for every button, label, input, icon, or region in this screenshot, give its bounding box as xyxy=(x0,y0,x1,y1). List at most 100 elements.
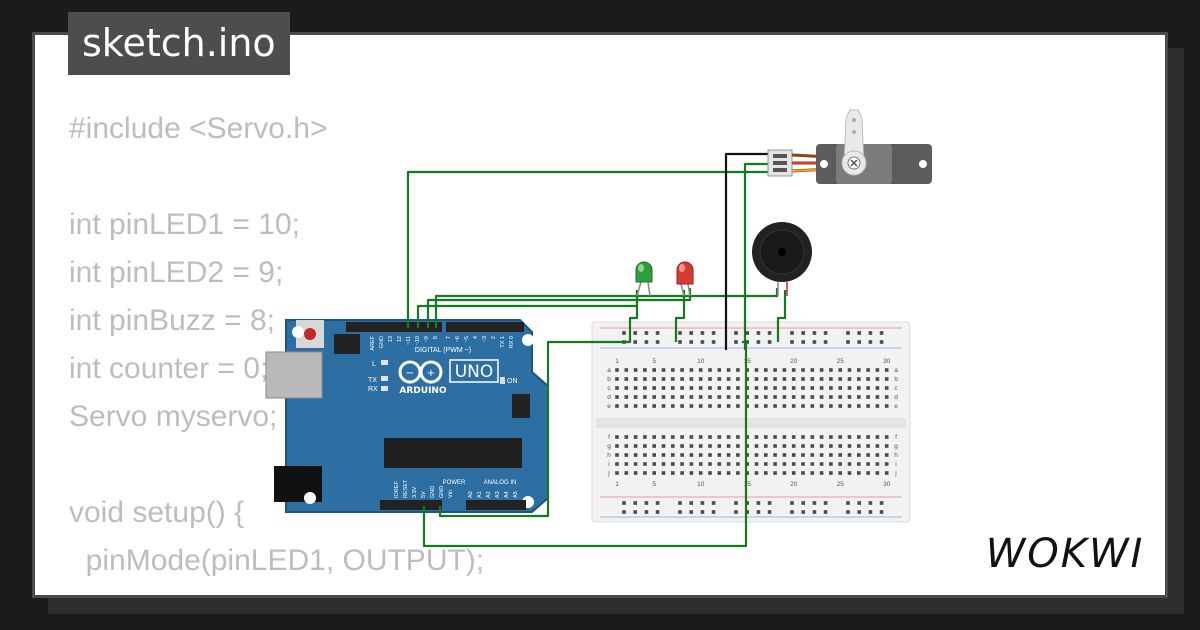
pin-label: ~3 xyxy=(482,336,488,342)
filename-tab[interactable]: sketch.ino xyxy=(68,12,290,75)
on-label: ON xyxy=(507,378,518,385)
pin-label: IOREF xyxy=(394,481,400,498)
servo[interactable] xyxy=(767,109,932,184)
pin-label: ~5 xyxy=(464,336,470,342)
breadboard-label: 25 xyxy=(837,358,845,365)
wire-servo-gnd xyxy=(724,152,770,350)
microcontroller-chip xyxy=(384,438,522,468)
pin-label: ~6 xyxy=(455,336,461,342)
pin-label: 4 xyxy=(473,336,479,339)
wire-gnd-rail xyxy=(438,290,639,518)
svg-text:WOKWI: WOKWI xyxy=(986,531,1145,577)
pin-label: AREF xyxy=(370,335,376,350)
breadboard-label: i xyxy=(608,461,609,468)
wire-5v xyxy=(422,340,748,548)
svg-text:−: − xyxy=(406,368,414,379)
breadboard-label: 20 xyxy=(790,358,798,365)
code-line: int pinBuzz = 8; xyxy=(69,304,275,337)
code-line: pinMode(pinLED1, OUTPUT); xyxy=(69,544,485,577)
pin-label: ~11 xyxy=(406,336,412,345)
arduino-logo-icon: − + xyxy=(398,360,443,384)
pin-label: A2 xyxy=(486,491,492,498)
usb-port xyxy=(265,351,323,399)
code-line: int pinLED2 = 9; xyxy=(69,256,284,289)
breadboard-label: c xyxy=(607,385,611,392)
breadboard-label: 5 xyxy=(652,481,656,488)
breadboard-label: d xyxy=(607,394,611,401)
breadboard-label: e xyxy=(894,403,898,410)
power-label: POWER xyxy=(443,480,466,486)
breadboard-label: j xyxy=(894,470,896,477)
breadboard-label: f xyxy=(608,434,610,441)
breadboard-label: 10 xyxy=(697,481,705,488)
breadboard-label: g xyxy=(894,443,898,450)
breadboard-label: 5 xyxy=(652,358,656,365)
wires xyxy=(406,152,787,548)
analog-label: ANALOG IN xyxy=(484,480,517,486)
code-line: int counter = 0; xyxy=(69,352,269,385)
breadboard-label: 25 xyxy=(837,481,845,488)
wokwi-logo: WOKWI xyxy=(986,531,1145,577)
svg-text:TX: TX xyxy=(368,377,377,384)
pin-label: 2 xyxy=(491,336,497,339)
digital-label: DIGITAL (PWM ~) xyxy=(415,347,471,354)
code-line: pinMode(pinLED2, OUTPUT); xyxy=(69,585,484,595)
pin-label: A4 xyxy=(504,491,510,498)
pin-label: ~9 xyxy=(424,336,430,342)
breadboard-label: 1 xyxy=(615,481,619,488)
pin-label: RX 0 xyxy=(509,336,515,348)
breadboard-label: e xyxy=(607,403,611,410)
svg-text:RX: RX xyxy=(368,386,378,393)
pin-label: A0 xyxy=(468,491,474,498)
svg-text:+: + xyxy=(427,368,435,379)
breadboard-label: 10 xyxy=(697,358,705,365)
breadboard-label: h xyxy=(607,452,611,459)
led-red[interactable] xyxy=(676,261,694,297)
breadboard-label: d xyxy=(894,394,898,401)
pin-label: 5V xyxy=(421,491,427,498)
breadboard-label: f xyxy=(895,434,897,441)
code-preview: #include <Servo.h>int pinLED1 = 10;int p… xyxy=(69,105,485,595)
breadboard-label: i xyxy=(895,461,896,468)
pin-label: 3.3V xyxy=(412,486,418,498)
breadboard-holes xyxy=(615,331,889,514)
wire-buzzer xyxy=(434,288,779,328)
breadboard-label: 20 xyxy=(790,481,798,488)
reset-button[interactable] xyxy=(304,328,316,340)
breadboard-label: 30 xyxy=(883,358,891,365)
breadboard-label: 15 xyxy=(744,481,752,488)
code-line: int pinLED1 = 10; xyxy=(69,208,300,241)
wire-servo-vcc xyxy=(743,162,770,350)
pin-label: GND xyxy=(379,336,385,348)
pin-label: A3 xyxy=(495,491,501,498)
breadboard-label: b xyxy=(894,376,898,383)
breadboard-label: 1 xyxy=(615,358,619,365)
pin-label: ~10 xyxy=(415,336,421,345)
pin-label: TX 1 xyxy=(500,336,506,348)
pin-label: 8 xyxy=(433,336,439,339)
wire-servo-signal xyxy=(406,170,770,328)
preview-panel: #include <Servo.h>int pinLED1 = 10;int p… xyxy=(32,32,1168,598)
breadboard-label: c xyxy=(894,385,898,392)
code-line: void setup() { xyxy=(69,496,245,529)
wire-buzzer-rail xyxy=(776,290,787,342)
arduino-model: UNO xyxy=(455,362,494,382)
pin-label: A1 xyxy=(477,491,483,498)
svg-text:L: L xyxy=(372,361,376,368)
pin-label: 7 xyxy=(446,336,452,339)
pin-label: 12 xyxy=(397,336,403,342)
pin-label: 13 xyxy=(388,336,394,342)
breadboard-label: h xyxy=(894,452,898,459)
breadboard-label: 30 xyxy=(883,481,891,488)
arduino-brand: ARDUINO xyxy=(399,386,447,396)
breadboard-label: b xyxy=(607,376,611,383)
pin-label: GND xyxy=(430,486,436,498)
pin-label: A5 xyxy=(513,491,519,498)
buzzer[interactable] xyxy=(752,222,812,296)
led-green[interactable] xyxy=(635,261,653,297)
